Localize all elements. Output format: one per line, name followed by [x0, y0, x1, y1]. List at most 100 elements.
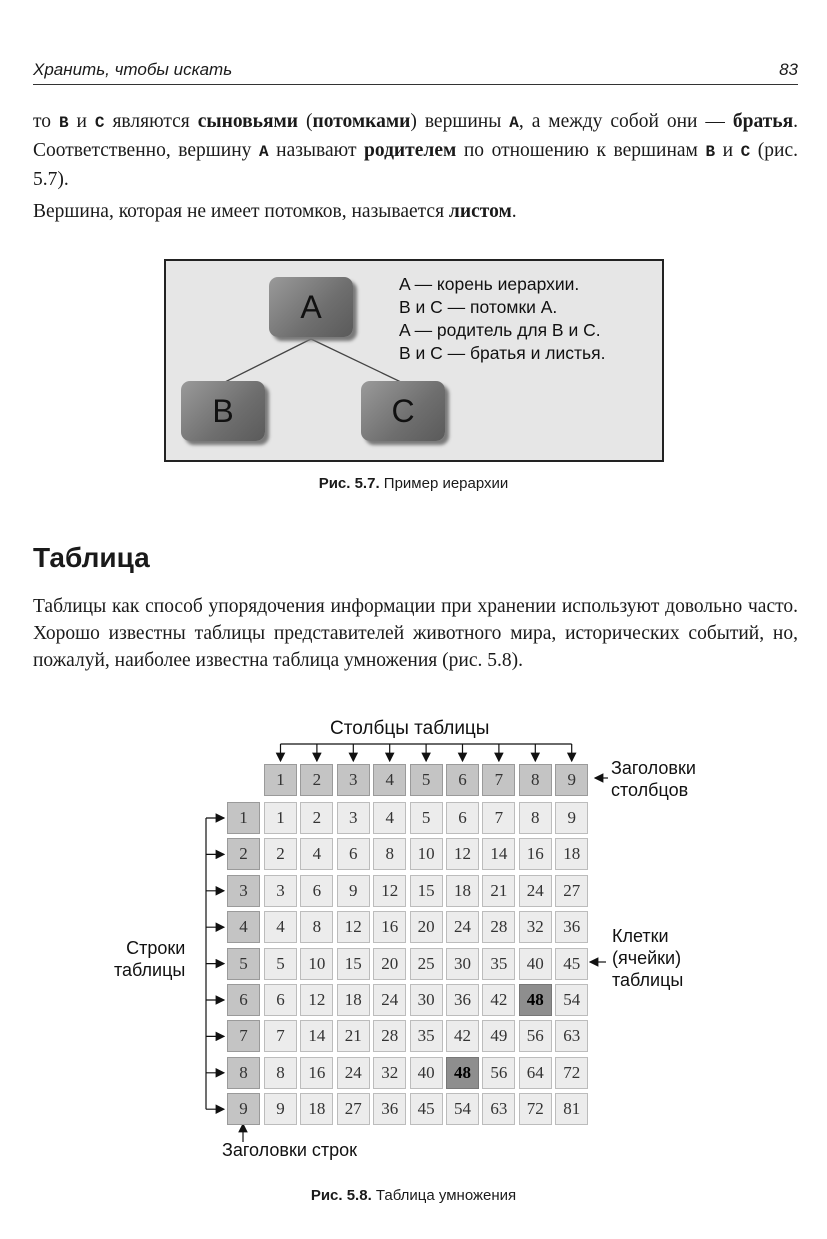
table-cell: 16: [300, 1056, 334, 1089]
table-cell: 6: [300, 874, 334, 907]
term-sons: сыновьями: [197, 111, 299, 132]
table-cell: 7: [482, 802, 516, 834]
table-cell: 9: [336, 874, 370, 907]
table-cell: 42: [482, 984, 516, 1016]
table-cell: 14: [300, 1020, 334, 1053]
term-parent: родителем: [364, 140, 457, 161]
table-cell: 42: [446, 1020, 479, 1053]
table-cell: 35: [482, 947, 516, 980]
section-heading: Таблица: [33, 542, 150, 573]
table-cell: 16: [373, 911, 407, 944]
table-cell: 10: [409, 838, 443, 871]
columns-label: Столбцы таблицы: [330, 718, 490, 739]
column-header: 1: [264, 764, 297, 796]
table-cell: 40: [409, 1056, 443, 1089]
row-header: 5: [227, 947, 260, 980]
table-cell: 32: [518, 911, 552, 944]
row-headers-label: Заголовки строк: [222, 1140, 358, 1160]
table-cell: 18: [336, 984, 370, 1016]
table-cell: 72: [518, 1093, 552, 1126]
table-cell: 12: [373, 874, 407, 907]
table-cell: 63: [555, 1020, 589, 1053]
table-cell: 63: [482, 1093, 516, 1126]
column-header: 4: [373, 764, 407, 796]
table-cell: 7: [264, 1020, 297, 1053]
table-cell: 3: [336, 802, 370, 834]
column-header: 7: [482, 764, 516, 796]
row-header: 6: [227, 984, 260, 1016]
term-brothers: братья: [732, 111, 794, 132]
table-cell: 45: [555, 947, 589, 980]
table-cell: 9: [555, 802, 589, 834]
table-cell: 12: [446, 838, 479, 871]
cells-label: Клетки (ячейки) таблицы: [612, 926, 684, 990]
table-cell: 9: [264, 1093, 297, 1126]
table-cell: 4: [300, 838, 334, 871]
table-cell: 36: [555, 911, 589, 944]
table-cell: 54: [446, 1093, 479, 1126]
running-title: Хранить, чтобы искать: [33, 60, 233, 79]
row-header: 7: [227, 1020, 260, 1053]
column-header: 2: [300, 764, 334, 796]
table-cell: 24: [518, 874, 552, 907]
row-header: 2: [227, 838, 260, 871]
hierarchy-edges: [222, 338, 404, 384]
table-cell: 1: [264, 802, 297, 834]
table-cell: 12: [336, 911, 370, 944]
row-header: 8: [227, 1056, 260, 1089]
node-b: B: [181, 381, 265, 441]
table-cell: 2: [264, 838, 297, 871]
table-cell: 6: [336, 838, 370, 871]
table-cell: 54: [555, 984, 589, 1016]
table-cell: 24: [446, 911, 479, 944]
table-cell: 8: [373, 838, 407, 871]
table-cell: 81: [555, 1093, 589, 1126]
column-headers-label: Заголовки столбцов: [611, 758, 696, 800]
highlighted-cell: 48: [446, 1056, 479, 1089]
figure-caption-5-8: Рис. 5.8. Таблица умножения: [310, 1187, 517, 1204]
code-b: B: [705, 143, 716, 161]
figure-caption-5-7: Рис. 5.7. Пример иерархии: [318, 475, 509, 492]
row-header: 3: [227, 874, 260, 907]
table-cell: 27: [555, 874, 589, 907]
table-cell: 8: [264, 1056, 297, 1089]
table-cell: 8: [518, 802, 552, 834]
table-cell: 25: [409, 947, 443, 980]
running-header: Хранить, чтобы искать 83: [33, 58, 798, 85]
rows-label: Строки таблицы: [114, 938, 186, 980]
node-c: C: [361, 381, 445, 441]
paragraph-1: то B и C являются сыновьями (потомками) …: [33, 111, 798, 190]
code-a: A: [509, 114, 519, 132]
table-cell: 12: [300, 984, 334, 1016]
column-header: 3: [336, 764, 370, 796]
table-cell: 28: [373, 1020, 407, 1053]
table-cell: 3: [264, 874, 297, 907]
table-cell: 15: [336, 947, 370, 980]
paragraph-2: Вершина, которая не имеет потомков, назы…: [33, 201, 517, 222]
hierarchy-figure: A B C A — корень иерархии. B и C — потом…: [164, 259, 664, 462]
column-header: 5: [409, 764, 443, 796]
table-cell: 5: [264, 947, 297, 980]
table-cell: 64: [518, 1056, 552, 1089]
table-cell: 35: [409, 1020, 443, 1053]
table-cell: 18: [555, 838, 589, 871]
column-header: 6: [446, 764, 479, 796]
table-cell: 2: [300, 802, 334, 834]
table-cell: 27: [336, 1093, 370, 1126]
column-header: 9: [555, 764, 589, 796]
code-c: C: [94, 114, 105, 132]
table-cell: 15: [409, 874, 443, 907]
table-cell: 8: [300, 911, 334, 944]
table-cell: 56: [482, 1056, 516, 1089]
table-cell: 21: [482, 874, 516, 907]
row-header: 1: [227, 802, 260, 834]
table-cell: 4: [264, 911, 297, 944]
table-cell: 21: [336, 1020, 370, 1053]
table-cell: 24: [373, 984, 407, 1016]
page-number: 83: [779, 60, 798, 79]
table-cell: 30: [409, 984, 443, 1016]
table-cell: 16: [518, 838, 552, 871]
term-descendants: потомками: [312, 111, 411, 132]
table-cell: 32: [373, 1056, 407, 1089]
